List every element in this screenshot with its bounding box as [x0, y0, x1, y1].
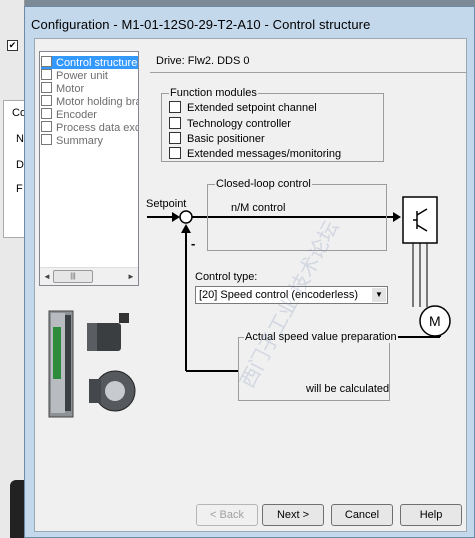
- setpoint-label: Setpoint: [146, 198, 187, 210]
- checkbox-label: Extended messages/monitoring: [187, 148, 342, 160]
- checkbox-icon: [41, 121, 52, 132]
- closed-loop-control-text: n/M control: [231, 202, 286, 214]
- nav-item-label: Process data exch: [56, 122, 139, 134]
- wizard-step-list[interactable]: Control structure Power unit Motor Motor…: [39, 51, 139, 286]
- extended-messages-checkbox[interactable]: Extended messages/monitoring: [169, 147, 341, 160]
- nav-item-label: Encoder: [56, 109, 97, 121]
- nav-item-label: Summary: [56, 135, 104, 147]
- checkbox-icon: [41, 95, 52, 106]
- motor-symbol: M: [429, 313, 441, 329]
- nav-item-label: Motor holding brake: [56, 96, 138, 108]
- chevron-down-icon[interactable]: ▼: [372, 288, 386, 302]
- control-diagram: [147, 196, 451, 372]
- checkbox-icon: [41, 69, 52, 80]
- checkbox-icon: [41, 82, 52, 93]
- nav-item-summary[interactable]: Summary: [41, 134, 138, 147]
- actual-speed-text: will be calculated: [306, 383, 390, 395]
- nav-item-process-data-exchange[interactable]: Process data exch: [41, 121, 138, 134]
- configuration-dialog: Configuration - M1-01-12S0-29-T2-A10 - C…: [24, 6, 475, 538]
- checkbox-label: Extended setpoint channel: [187, 102, 317, 114]
- next-button[interactable]: Next >: [262, 504, 324, 526]
- technology-controller-checkbox[interactable]: Technology controller: [169, 117, 291, 130]
- control-type-select[interactable]: [20] Speed control (encoderless) ▼: [195, 286, 388, 304]
- nav-item-control-structure[interactable]: Control structure: [41, 56, 138, 69]
- closed-loop-control-title: Closed-loop control: [215, 178, 312, 190]
- help-button[interactable]: Help: [400, 504, 462, 526]
- nav-item-motor[interactable]: Motor: [41, 82, 138, 95]
- feedback-minus-sign: -: [191, 236, 196, 251]
- background-text: N: [16, 133, 24, 145]
- drive-hardware-image: [48, 310, 136, 418]
- basic-positioner-checkbox[interactable]: Basic positioner: [169, 132, 265, 145]
- checkbox-icon: [169, 117, 181, 129]
- separator: [150, 72, 466, 73]
- actual-speed-box: Actual speed value preparation will be c…: [238, 331, 398, 401]
- extended-setpoint-channel-checkbox[interactable]: Extended setpoint channel: [169, 101, 317, 114]
- scroll-thumb[interactable]: |||: [53, 270, 93, 283]
- checkbox-icon: [41, 108, 52, 119]
- checkbox-icon: [169, 132, 181, 144]
- nav-item-label: Control structure: [56, 57, 138, 69]
- drive-label: Drive: Flw2. DDS 0: [156, 55, 250, 67]
- background-text: Co: [12, 107, 27, 119]
- checkbox-label: Basic positioner: [187, 133, 265, 145]
- scroll-left-icon[interactable]: ◄: [43, 272, 51, 281]
- background-text: F: [16, 183, 23, 195]
- nav-item-motor-holding-brake[interactable]: Motor holding brake: [41, 95, 138, 108]
- nav-item-encoder[interactable]: Encoder: [41, 108, 138, 121]
- nav-item-label: Motor: [56, 83, 85, 95]
- checkbox-icon: [41, 134, 52, 145]
- checkbox-label: Technology controller: [187, 118, 291, 130]
- control-type-label: Control type:: [195, 271, 258, 283]
- checkbox-icon: [169, 147, 181, 159]
- background-panel: Co N D F: [3, 100, 26, 238]
- title-bar[interactable]: Configuration - M1-01-12S0-29-T2-A10 - C…: [25, 7, 474, 37]
- checkbox-icon: [169, 101, 181, 113]
- closed-loop-control-box: Closed-loop control n/M control: [207, 178, 387, 251]
- actual-speed-title: Actual speed value preparation: [244, 331, 398, 343]
- dialog-client-area: Control structure Power unit Motor Motor…: [34, 38, 467, 532]
- background-window: ✔ Co N D F: [0, 0, 30, 538]
- control-type-value: [20] Speed control (encoderless): [199, 289, 358, 301]
- function-modules-group: Function modules Extended setpoint chann…: [161, 87, 384, 162]
- cancel-button[interactable]: Cancel: [331, 504, 393, 526]
- checkbox-icon: [41, 56, 52, 67]
- background-text: D: [16, 159, 24, 171]
- horizontal-scrollbar[interactable]: ◄ ||| ►: [40, 267, 138, 285]
- function-modules-title: Function modules: [169, 87, 258, 99]
- scroll-right-icon[interactable]: ►: [127, 272, 135, 281]
- background-checkbox[interactable]: ✔: [7, 40, 18, 51]
- dialog-title: Configuration - M1-01-12S0-29-T2-A10 - C…: [31, 17, 371, 32]
- back-button[interactable]: < Back: [196, 504, 258, 526]
- nav-item-power-unit[interactable]: Power unit: [41, 69, 138, 82]
- nav-item-label: Power unit: [56, 70, 108, 82]
